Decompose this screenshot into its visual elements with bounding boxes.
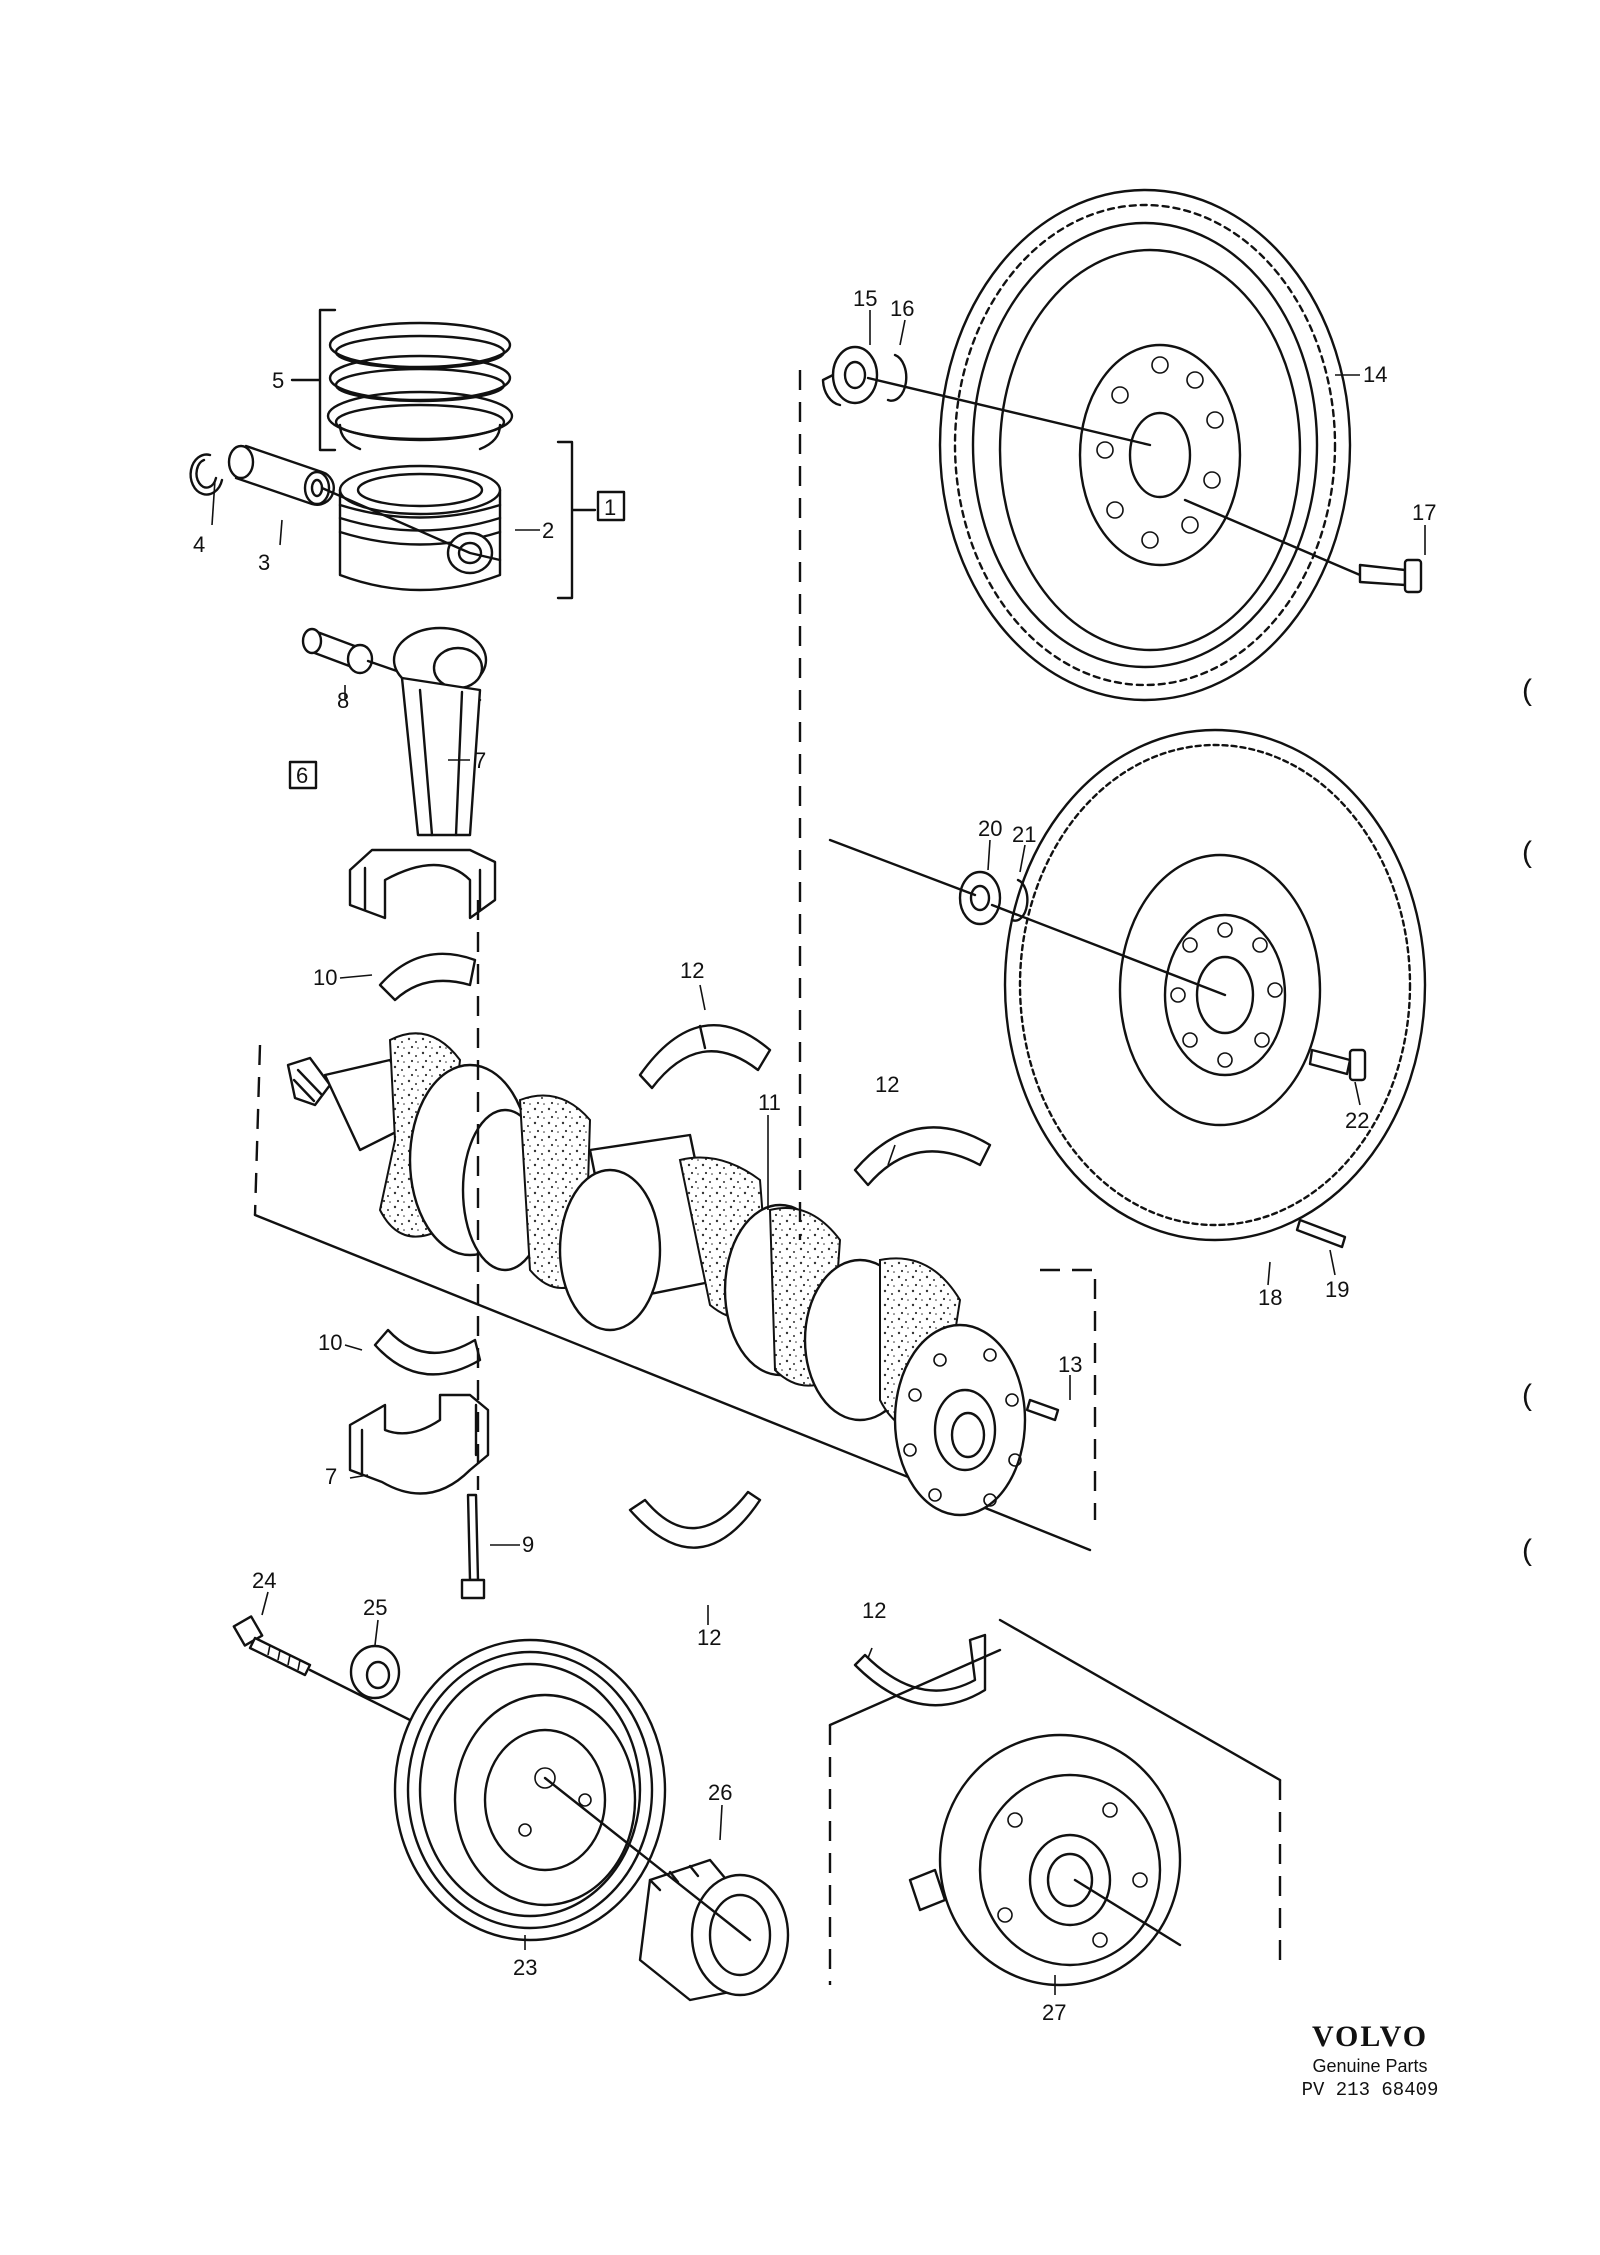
pulley-washer[interactable] — [349, 1644, 401, 1700]
pilot-axis — [866, 376, 1152, 447]
label-8: 8 — [337, 688, 349, 713]
crank-dowel-pin[interactable] — [1025, 1398, 1060, 1422]
crank-flange-holes — [903, 1348, 1022, 1507]
label-9: 9 — [522, 1532, 534, 1557]
label-16: 16 — [890, 296, 914, 321]
front-bearing-shell[interactable] — [853, 1633, 987, 1707]
margin-mark: ( — [1522, 1534, 1532, 1567]
label-25: 25 — [363, 1595, 387, 1620]
conrod-bearing-upper[interactable] — [378, 952, 477, 1002]
piston-kit-box — [596, 490, 626, 522]
pulley-bolt[interactable] — [232, 1615, 312, 1677]
label-3: 3 — [258, 550, 270, 575]
label-27: 27 — [1042, 2000, 1066, 2025]
label-5: 5 — [272, 368, 284, 393]
flexplate-bolt[interactable] — [1308, 1048, 1367, 1082]
diagram-reference: PV 213 68409 — [1301, 2079, 1439, 2101]
label-7-rod: 7 — [474, 748, 486, 773]
main-bearing-shell[interactable] — [638, 1024, 772, 1090]
piston-pin[interactable] — [227, 444, 335, 506]
leader-lines — [211, 310, 1426, 1995]
label-11: 11 — [758, 1090, 781, 1115]
flexplate-circlip[interactable] — [1010, 878, 1029, 922]
oil-pump[interactable] — [908, 1733, 1182, 1987]
main-bearing-shell-rear[interactable] — [853, 1126, 992, 1187]
margin-mark: ( — [1522, 674, 1532, 707]
label-12-a: 12 — [680, 958, 704, 983]
ring-set-bracket — [290, 308, 337, 452]
flexplate-holes — [1170, 922, 1283, 1068]
flexplate-dowel[interactable] — [1295, 1218, 1347, 1249]
brand-subtitle: Genuine Parts — [1312, 2056, 1428, 2076]
gear-axis — [543, 1776, 752, 1942]
label-6: 6 — [296, 763, 308, 788]
label-23: 23 — [513, 1955, 537, 1980]
label-7-cap: 7 — [325, 1464, 337, 1489]
label-12-c: 12 — [697, 1625, 721, 1650]
conrod-kit-box — [288, 760, 318, 790]
label-19: 19 — [1325, 1277, 1349, 1302]
small-end-bushing[interactable] — [301, 627, 374, 675]
vibration-damper-pulley[interactable] — [393, 1638, 667, 1942]
label-10-upper: 10 — [313, 965, 337, 990]
crank-gear[interactable] — [638, 1858, 790, 2002]
conrod-cap[interactable] — [348, 1393, 490, 1495]
piston-ring-set[interactable] — [326, 321, 514, 451]
label-22: 22 — [1345, 1108, 1369, 1133]
margin-mark: ( — [1522, 1379, 1532, 1412]
crankshaft[interactable] — [286, 1032, 1027, 1517]
flexplate-group-line — [828, 838, 977, 897]
label-2: 2 — [542, 518, 554, 543]
margin-mark: ( — [1522, 836, 1532, 869]
label-18: 18 — [1258, 1285, 1282, 1310]
label-24: 24 — [252, 1568, 276, 1593]
label-1: 1 — [604, 495, 616, 520]
connecting-rod[interactable] — [348, 626, 497, 920]
circlip[interactable] — [189, 453, 224, 496]
label-10-lower: 10 — [318, 1330, 342, 1355]
volvo-logo: VOLVO — [1311, 2020, 1429, 2053]
part-labels: 1 2 3 4 5 6 7 7 8 9 10 10 11 12 12 12 12… — [193, 286, 1436, 2025]
oil-pump-axis — [1073, 1878, 1182, 1947]
pin-axis-line — [320, 486, 502, 562]
piston-assembly-bracket — [556, 440, 597, 600]
pilot-bearing-circlip[interactable] — [886, 353, 908, 402]
crank-bracket-left — [253, 1044, 262, 1216]
flexplate-spacer[interactable] — [958, 870, 1002, 926]
label-26: 26 — [708, 1780, 732, 1805]
label-21: 21 — [1012, 822, 1036, 847]
flexplate-automatic[interactable] — [1003, 728, 1427, 1242]
oil-pump-bracket-top — [828, 1618, 1282, 1782]
conrod-bearing-lower[interactable] — [373, 1328, 482, 1376]
label-20: 20 — [978, 816, 1002, 841]
flywheel-bolt-holes — [1096, 356, 1224, 549]
label-12-b: 12 — [875, 1072, 899, 1097]
pilot-bearing[interactable] — [821, 345, 879, 407]
piston[interactable] — [338, 464, 502, 592]
label-12-d: 12 — [862, 1598, 886, 1623]
label-13: 13 — [1058, 1352, 1082, 1377]
label-4: 4 — [193, 532, 205, 557]
crank-bracket-right — [1040, 1268, 1097, 1520]
main-bearing-lower[interactable] — [628, 1490, 762, 1549]
label-15: 15 — [853, 286, 877, 311]
flexplate-axis — [990, 903, 1227, 997]
label-17: 17 — [1412, 500, 1436, 525]
flywheel-bolt[interactable] — [1358, 558, 1423, 594]
conrod-bolt[interactable] — [460, 1493, 486, 1600]
margin-marks: ( ( ( ( — [1522, 674, 1532, 1567]
flywheel-bolt-axis — [1183, 498, 1362, 577]
brand-block: VOLVO Genuine Parts PV 213 68409 — [1270, 2020, 1470, 2101]
label-14: 14 — [1363, 362, 1387, 387]
